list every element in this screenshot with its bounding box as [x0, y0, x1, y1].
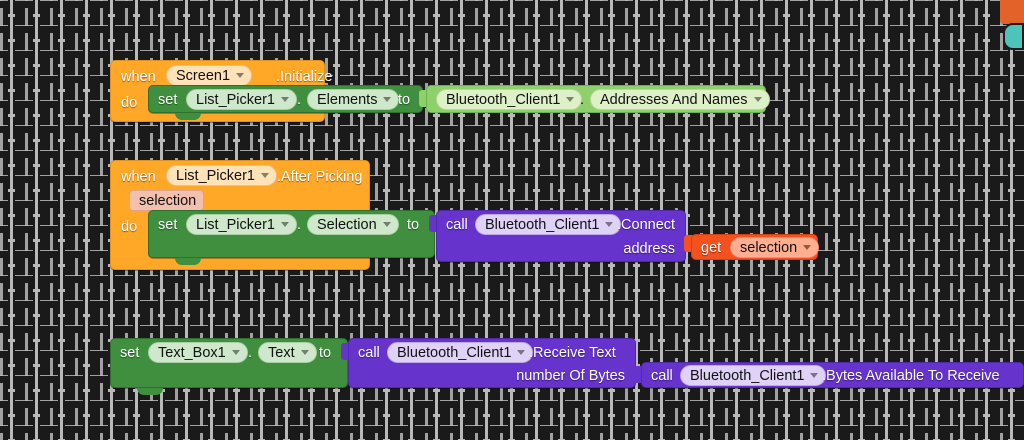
- setter-block-textbox1-text[interactable]: set Text_Box1 . Text to: [110, 338, 348, 388]
- component-dropdown-bluetoothclient1[interactable]: Bluetooth_Client1: [387, 342, 534, 363]
- method-name-label: .Bytes Available To Receive: [822, 368, 1000, 384]
- property-dropdown-text[interactable]: Text: [258, 342, 317, 363]
- value-plug: [634, 366, 643, 383]
- property-dropdown-addresses-and-names[interactable]: Addresses And Names: [590, 89, 770, 110]
- component-name: List_Picker1: [176, 167, 255, 184]
- parameter-name: selection: [139, 192, 197, 209]
- variable-getter-block-selection[interactable]: get selection: [691, 234, 820, 260]
- component-dropdown-bluetoothclient1[interactable]: Bluetooth_Client1: [436, 89, 583, 110]
- component-name: Bluetooth_Client1: [397, 344, 512, 361]
- method-name-label: .Connect: [617, 217, 676, 233]
- component-name: Screen1: [176, 67, 231, 84]
- chevron-down-icon: [753, 97, 762, 102]
- component-dropdown-listpicker1[interactable]: List_Picker1: [186, 89, 297, 110]
- get-label: get: [701, 240, 722, 256]
- argument-label-address: address: [623, 241, 675, 257]
- property-name: Text: [268, 344, 295, 361]
- component-name: List_Picker1: [196, 91, 275, 108]
- chevron-down-icon: [382, 222, 391, 227]
- dot-separator: .: [297, 217, 302, 233]
- call-label: call: [446, 217, 468, 233]
- dot-separator: .: [580, 92, 585, 108]
- do-label: do: [121, 95, 138, 111]
- variable-name: selection: [740, 239, 798, 256]
- component-name: Bluetooth_Client1: [485, 216, 600, 233]
- event-parameter-selection[interactable]: selection: [129, 190, 205, 211]
- chevron-down-icon: [810, 373, 819, 378]
- dot-separator: .: [248, 345, 253, 361]
- call-block-bluetoothclient1-receive-text[interactable]: call Bluetooth_Client1 .Receive Text num…: [348, 338, 636, 388]
- set-label: set: [120, 345, 140, 361]
- component-dropdown-textbox1[interactable]: Text_Box1: [148, 342, 248, 363]
- chevron-down-icon: [803, 245, 812, 250]
- offscreen-block-orange[interactable]: [1000, 0, 1024, 24]
- property-name: Selection: [317, 216, 377, 233]
- component-name: Text_Box1: [158, 344, 226, 361]
- value-plug: [684, 235, 693, 252]
- value-plug: [419, 90, 428, 107]
- property-dropdown-elements[interactable]: Elements: [307, 89, 400, 110]
- call-label: call: [358, 345, 380, 361]
- chevron-down-icon: [605, 222, 614, 227]
- getter-block-bluetoothclient1-addresses-and-names[interactable]: Bluetooth_Client1 . Addresses And Names: [426, 85, 770, 113]
- to-label: to: [319, 345, 332, 361]
- component-dropdown-screen1[interactable]: Screen1: [166, 65, 253, 86]
- component-dropdown-listpicker1[interactable]: List_Picker1: [186, 214, 297, 235]
- setter-block-listpicker1-elements[interactable]: set List_Picker1 . Elements to: [148, 85, 423, 113]
- component-dropdown-bluetoothclient1[interactable]: Bluetooth_Client1: [680, 365, 827, 386]
- value-plug: [429, 215, 438, 232]
- setter-block-listpicker1-selection[interactable]: set List_Picker1 . Selection to: [148, 210, 435, 258]
- when-label: when: [121, 69, 156, 85]
- chevron-down-icon: [280, 222, 289, 227]
- event-name-label: .After Picking: [277, 169, 363, 185]
- statement-notch: [137, 388, 163, 395]
- property-name: Elements: [317, 91, 378, 108]
- variable-dropdown-selection[interactable]: selection: [730, 237, 820, 258]
- argument-label-number-of-bytes: number Of Bytes: [516, 368, 625, 384]
- dot-separator: .: [297, 92, 302, 108]
- component-name: Bluetooth_Client1: [446, 91, 561, 108]
- do-label: do: [121, 219, 138, 235]
- set-label: set: [158, 217, 178, 233]
- component-dropdown-listpicker1[interactable]: List_Picker1: [166, 165, 277, 186]
- to-label: to: [407, 217, 420, 233]
- property-name: Addresses And Names: [600, 91, 748, 108]
- when-label: when: [121, 169, 156, 185]
- chevron-down-icon: [260, 173, 269, 178]
- chevron-down-icon: [383, 97, 392, 102]
- value-plug: [341, 343, 350, 360]
- chevron-down-icon: [566, 97, 575, 102]
- chevron-down-icon: [517, 350, 526, 355]
- statement-notch: [175, 113, 201, 120]
- property-dropdown-selection[interactable]: Selection: [307, 214, 399, 235]
- set-label: set: [158, 92, 178, 108]
- event-name-label: .Initialize: [276, 69, 333, 85]
- method-name-label: .Receive Text: [529, 345, 616, 361]
- call-label: call: [651, 368, 673, 384]
- to-label: to: [398, 92, 411, 108]
- call-block-bluetoothclient1-connect[interactable]: call Bluetooth_Client1 .Connect address: [436, 210, 686, 262]
- chevron-down-icon: [280, 97, 289, 102]
- chevron-down-icon: [300, 350, 309, 355]
- chevron-down-icon: [236, 73, 245, 78]
- statement-notch: [175, 258, 201, 265]
- component-dropdown-bluetoothclient1[interactable]: Bluetooth_Client1: [475, 214, 622, 235]
- offscreen-block-teal[interactable]: [1003, 23, 1024, 50]
- component-name: Bluetooth_Client1: [690, 367, 805, 384]
- chevron-down-icon: [231, 350, 240, 355]
- component-name: List_Picker1: [196, 216, 275, 233]
- call-block-bluetoothclient1-bytes-available-to-receive[interactable]: call Bluetooth_Client1 .Bytes Available …: [641, 362, 1024, 388]
